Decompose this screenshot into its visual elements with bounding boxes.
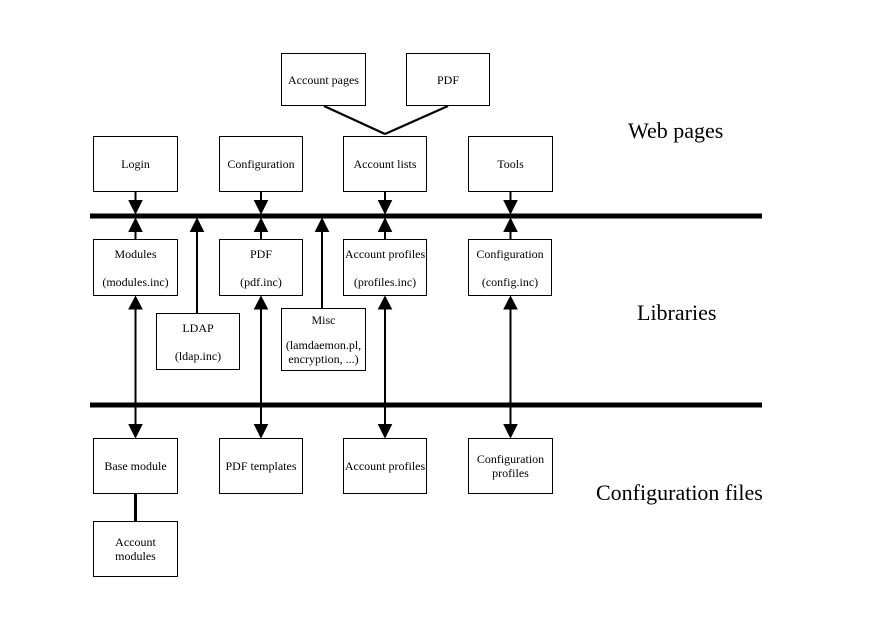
node-ldap-lib: LDAP (ldap.inc) [156, 313, 240, 370]
node-account-profiles-lib: Account profiles (profiles.inc) [343, 239, 427, 296]
node-configuration-page: Configuration [219, 136, 303, 192]
edge-tools-rail [503, 192, 518, 239]
node-file: (pdf.inc) [240, 274, 282, 289]
layer-label-libraries: Libraries [637, 300, 717, 325]
edge-pdf-lib-pdf-templates [253, 295, 269, 439]
node-pdf-page: PDF [406, 53, 490, 106]
layer-label-configuration-files: Configuration files [596, 480, 763, 505]
node-configuration-profiles: Configuration profiles [468, 438, 553, 494]
node-label: Misc [311, 313, 336, 327]
node-tools: Tools [468, 136, 553, 192]
node-misc-lib: Misc (lamdaemon.pl, encryption, ...) [281, 308, 366, 371]
node-configuration-lib: Configuration (config.inc) [468, 239, 552, 296]
node-label: Account profiles [344, 246, 426, 261]
node-label: Base module [104, 459, 167, 473]
node-label: LDAP [182, 320, 214, 335]
node-label: Modules [114, 246, 157, 261]
edge-pdf-to-account-lists [384, 104, 449, 136]
node-label: Tools [497, 157, 524, 171]
layer-label-web-pages: Web pages [628, 118, 724, 143]
edge-ldap-rail [189, 217, 205, 313]
edge-config-lib-config-profiles [503, 295, 518, 439]
node-file: (profiles.inc) [353, 274, 417, 289]
edge-account-lists-rail [377, 192, 393, 239]
node-label: Configuration [227, 157, 295, 171]
node-pdf-templates: PDF templates [219, 438, 303, 494]
edge-profiles-lib-profiles-file [377, 295, 393, 439]
node-label: Account pages [288, 72, 359, 87]
node-detail-line1: (lamdaemon.pl, [285, 338, 362, 352]
node-modules-lib: Modules (modules.inc) [93, 239, 178, 296]
edge-account-pages-to-account-lists [323, 105, 386, 135]
node-login: Login [93, 136, 178, 192]
node-label: Configuration [476, 246, 544, 261]
node-label: Login [121, 157, 150, 171]
edge-misc-rail [314, 217, 330, 308]
node-label: PDF [249, 246, 272, 261]
node-detail-line2: encryption, ...) [288, 352, 359, 366]
node-label: PDF templates [225, 459, 297, 473]
node-account-lists: Account lists [343, 136, 427, 192]
node-base-module: Base module [93, 438, 178, 494]
node-account-modules: Account modules [93, 521, 178, 577]
node-file: (config.inc) [481, 274, 539, 289]
edge-login-rail [128, 192, 143, 239]
edge-configuration-rail [253, 192, 269, 239]
node-file: (modules.inc) [102, 274, 169, 289]
node-account-pages: Account pages [281, 53, 366, 106]
node-label-line1: Configuration [476, 452, 545, 466]
node-label: PDF [436, 72, 459, 87]
edge-modules-base-module [128, 295, 143, 439]
node-label: Account modules [115, 535, 156, 563]
node-label: Account profiles [344, 459, 426, 473]
node-account-profiles-file: Account profiles [343, 438, 427, 494]
node-label: Account lists [353, 157, 417, 171]
node-file: (ldap.inc) [174, 348, 222, 363]
node-pdf-lib: PDF (pdf.inc) [219, 239, 303, 296]
node-label-line2: profiles [492, 466, 529, 480]
